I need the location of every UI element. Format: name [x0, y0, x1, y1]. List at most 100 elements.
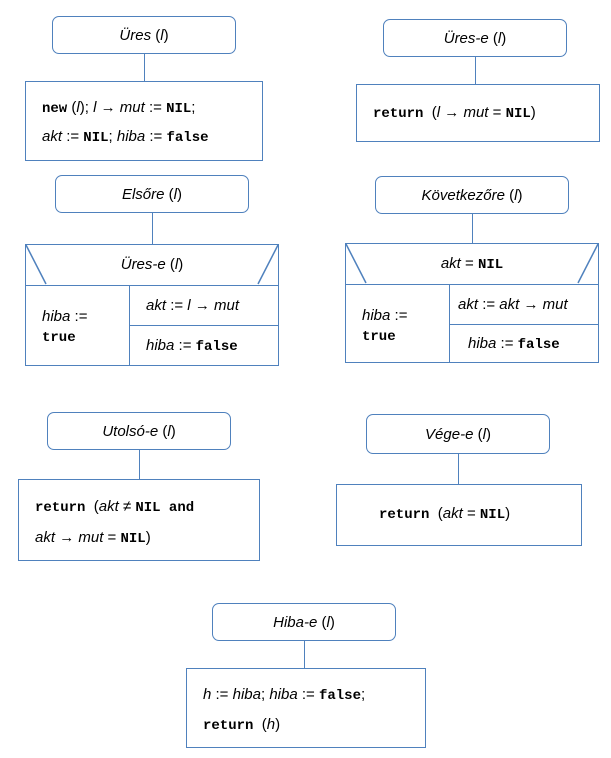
urese-name: Üres-e — [443, 29, 489, 47]
kw-return: return — [373, 106, 424, 122]
urese-connector — [475, 57, 476, 84]
elsore-right-branch-2: hiba := false — [146, 337, 238, 355]
kw-nil: NIL — [477, 257, 504, 273]
vegee-line: return (akt = NIL) — [379, 505, 511, 523]
kovetkezore-header: Következőre (l) — [375, 176, 569, 214]
urese-body: return (l → mut = NIL) — [356, 84, 600, 142]
ures-connector — [144, 54, 145, 81]
utolsoe-mut: mut — [78, 529, 104, 546]
hibae-hiba2: hiba — [269, 686, 298, 703]
utolsoe-header: Utolsó-e (l) — [47, 412, 231, 450]
ures-line1-arg: l — [76, 99, 80, 116]
assign-op: := — [301, 686, 315, 703]
arrow-symbol: → — [444, 104, 460, 121]
utolsoe-line1: return (akt ≠ NIL and — [35, 498, 195, 516]
assign-op: := — [74, 308, 88, 325]
kovetkezore-right2-hiba: hiba — [468, 335, 497, 352]
kovetkezore-right-branch-2: hiba := false — [468, 335, 560, 353]
eq-op: = — [492, 104, 502, 121]
assign-op: := — [178, 337, 192, 354]
urese-arg: l — [497, 29, 502, 47]
elsore-struktogram: Üres-e (l) hiba := true akt := l → mut h… — [25, 244, 279, 366]
utolsoe-line2: akt → mut = NIL) — [35, 529, 151, 547]
kovetkezore-right-divider — [449, 324, 598, 325]
urese-header: Üres-e (l) — [383, 19, 567, 57]
kovetkezore-branch-divider — [449, 284, 450, 362]
vegee-header: Vége-e (l) — [366, 414, 550, 454]
kw-nil: NIL — [166, 101, 192, 117]
elsore-right1-l: l — [187, 297, 191, 314]
neq-op: ≠ — [122, 498, 132, 515]
urese-mut: mut — [463, 104, 489, 121]
elsore-right-branch-1: akt := l → mut — [146, 297, 239, 314]
urese-l: l — [436, 104, 441, 121]
kw-false: false — [166, 130, 209, 146]
kovetkezore-right1-akt2: akt — [499, 296, 520, 313]
ures-arg: l — [160, 26, 164, 44]
kovetkezore-cond-diagonals — [345, 243, 599, 284]
elsore-right1-akt: akt — [146, 297, 167, 314]
ures-line2: akt := NIL; hiba := false — [42, 128, 209, 146]
hibae-header: Hiba-e (l) — [212, 603, 396, 641]
kw-return: return — [203, 718, 254, 734]
hibae-connector — [304, 641, 305, 668]
elsore-right1-mut: mut — [213, 297, 239, 314]
elsore-cond-arg: l — [174, 256, 179, 273]
elsore-arg: l — [173, 185, 178, 203]
kw-return: return — [35, 500, 86, 516]
kw-nil: NIL — [120, 531, 146, 547]
assign-op: := — [482, 296, 496, 313]
vegee-akt: akt — [442, 505, 463, 522]
hibae-line2-h: h — [266, 716, 276, 733]
vegee-arg: l — [482, 425, 486, 443]
ures-name: Üres — [119, 26, 152, 44]
assign-op: := — [394, 307, 408, 324]
assign-op: := — [148, 99, 162, 116]
kovetkezore-right1-akt: akt — [458, 296, 479, 313]
kovetkezore-right-branch-1: akt := akt → mut — [458, 296, 568, 313]
elsore-cond-divider — [26, 285, 278, 286]
elsore-left-branch: hiba := true — [42, 307, 87, 348]
kovetkezore-left-branch: hiba := true — [362, 306, 407, 347]
elsore-condition: Üres-e (l) — [120, 256, 184, 273]
vegee-body: return (akt = NIL) — [336, 484, 582, 546]
kw-nil: NIL — [505, 106, 531, 122]
ures-line2-hiba: hiba — [116, 128, 146, 145]
utolsoe-name: Utolsó-e — [102, 422, 159, 440]
assign-op: := — [149, 128, 163, 145]
kw-false: false — [318, 688, 361, 704]
utolsoe-arg: l — [167, 422, 171, 440]
kovetkezore-name: Következőre — [421, 186, 505, 204]
eq-op: = — [465, 255, 474, 272]
hibae-line1: h := hiba; hiba := false; — [203, 686, 366, 704]
eq-op: = — [466, 505, 476, 522]
utolsoe-line2-akt: akt — [35, 529, 56, 546]
elsore-cond-diagonals — [25, 244, 279, 285]
kw-return: return — [379, 507, 430, 523]
kw-nil: NIL — [135, 500, 161, 516]
eq-op: = — [107, 529, 117, 546]
elsore-connector — [152, 213, 153, 244]
urese-line: return (l → mut = NIL) — [373, 104, 536, 122]
kovetkezore-arg: l — [514, 186, 518, 204]
hibae-hiba: hiba — [232, 686, 261, 703]
ures-body: new (l); l → mut := NIL; akt := NIL; hib… — [25, 81, 263, 161]
vegee-name: Vége-e — [425, 425, 474, 443]
kovetkezore-struktogram: akt = NIL hiba := true akt := akt → mut … — [345, 243, 599, 363]
hibae-h: h — [203, 686, 212, 703]
kovetkezore-cond-divider — [346, 284, 598, 285]
assign-op: := — [66, 128, 80, 145]
assign-op: := — [215, 686, 229, 703]
kovetkezore-right1-mut: mut — [542, 296, 568, 313]
arrow-symbol: → — [100, 99, 116, 116]
kovetkezore-left-hiba: hiba — [362, 307, 391, 324]
elsore-right-divider — [129, 325, 278, 326]
kw-true: true — [42, 330, 76, 346]
ures-line1: new (l); l → mut := NIL; — [42, 99, 196, 117]
kovetkezore-condition: akt = NIL — [346, 255, 598, 273]
ures-line1-ptr: l — [93, 99, 97, 116]
kw-false: false — [195, 339, 238, 355]
kw-nil: NIL — [479, 507, 506, 523]
hibae-line2: return (h) — [203, 716, 281, 734]
elsore-left-hiba: hiba — [42, 308, 71, 325]
